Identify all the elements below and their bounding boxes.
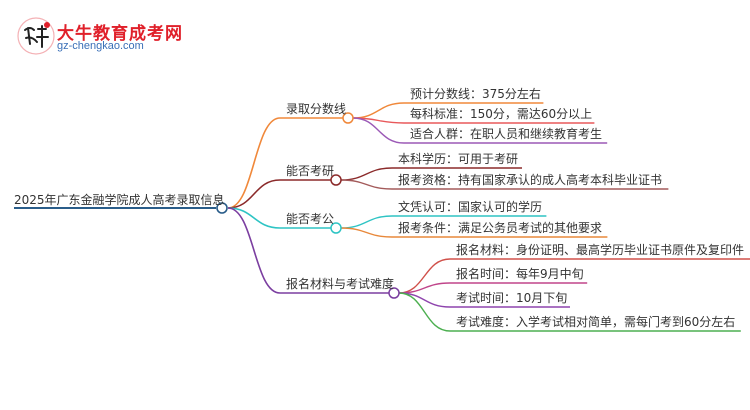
branch-node [330,174,342,186]
branch-node [330,222,342,234]
branch-node [388,287,400,299]
leaf-connector [352,102,405,119]
branch-connector [227,179,281,209]
leaf-label: 本科学历：可用于考研 [398,152,519,166]
leaf-connector [340,179,393,190]
leaf-connector [340,227,393,238]
branch-label: 能否考研 [286,164,335,178]
logo-icon [16,16,56,56]
leaf-label: 报名材料：身份证明、最高学历毕业证书原件及复印件 [456,243,745,257]
site-title: 大牛教育成考网 [57,24,183,44]
branch-label: 报名材料与考试难度 [286,277,395,291]
leaf-label: 报名时间：每年9月中旬 [456,267,584,281]
leaf-label: 预计分数线：375分左右 [410,87,541,101]
branch-connector [227,117,281,209]
branch-connector [227,207,281,294]
branch-connector [227,207,281,229]
mindmap-root: 2025年广东金融学院成人高考录取信息 [14,193,225,207]
leaf-label: 文凭认可：国家认可的学历 [398,200,543,214]
leaf-connector [340,167,393,181]
leaf-connector [352,117,405,144]
leaf-label: 考试难度：入学考试相对简单，需每门考到60分左右 [456,315,736,329]
leaf-label: 报考条件：满足公务员考试的其他要求 [398,221,603,235]
leaf-label: 考试时间：10月下旬 [456,291,568,305]
branch-label: 能否考公 [286,212,335,226]
branch-label: 录取分数线 [286,102,347,116]
leaf-connector [398,292,451,308]
root-node [216,202,228,214]
branch-node [342,112,354,124]
site-url: gz-chengkao.com [57,40,144,52]
leaf-label: 适合人群：在职人员和继续教育考生 [410,127,603,141]
leaf-label: 每科标准：150分，需达60分以上 [410,107,593,121]
leaf-label: 报考资格：持有国家承认的成人高考本科毕业证书 [398,173,663,187]
leaf-connector [398,292,451,332]
leaf-connector [340,215,393,229]
